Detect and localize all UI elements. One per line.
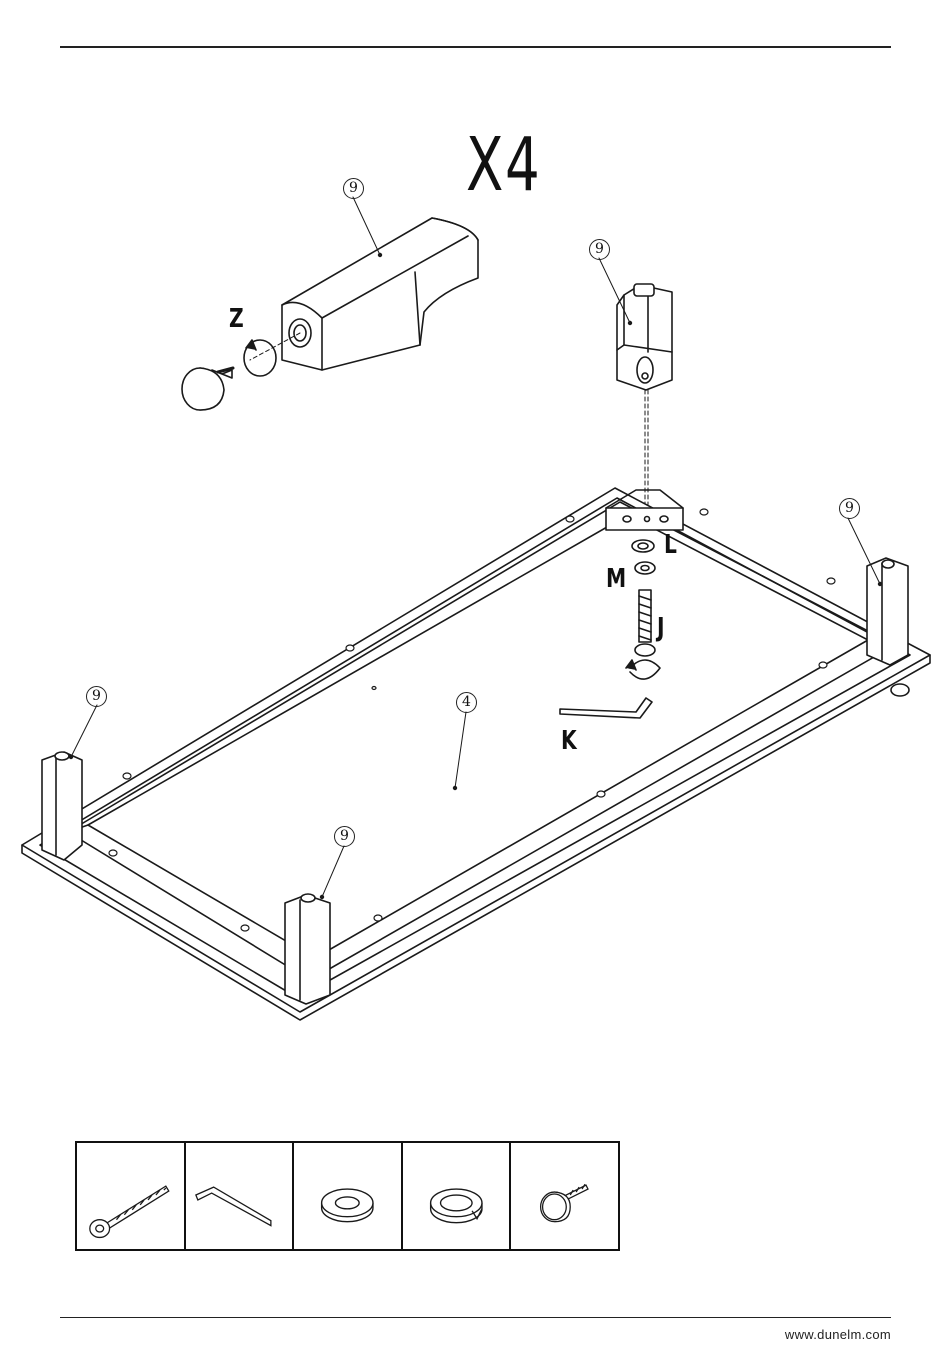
label-m: M [606,566,626,592]
callout-leg-9a: 9 [343,178,364,199]
allen-key-icon [186,1143,293,1249]
table-frame-illustration [22,197,930,1020]
part-cell-adjustable-foot [511,1143,618,1249]
parts-table [75,1141,620,1251]
footer-url[interactable]: www.dunelm.com [785,1327,891,1342]
part-cell-allen-key [186,1143,295,1249]
adjustable-foot-icon [511,1143,618,1249]
label-l: L [664,532,677,558]
label-k: K [561,728,577,754]
part-cell-spring-washer [403,1143,512,1249]
leg-with-foot-illustration [182,218,478,410]
callout-leg-9e: 9 [334,826,355,847]
flat-washer-icon [294,1143,401,1249]
label-j: J [657,615,665,641]
part-cell-flat-washer [294,1143,403,1249]
label-z: Z [229,306,244,332]
callout-leg-9b: 9 [589,239,610,260]
callout-leg-9d: 9 [86,686,107,707]
callout-leg-9c: 9 [839,498,860,519]
assembly-drawing [0,0,950,1100]
bolt-icon [77,1143,184,1249]
leg-exploded-illustration [617,284,672,512]
spring-washer-icon [403,1143,510,1249]
bottom-rule [60,1317,891,1318]
callout-panel-4: 4 [456,692,477,713]
part-cell-bolt [77,1143,186,1249]
